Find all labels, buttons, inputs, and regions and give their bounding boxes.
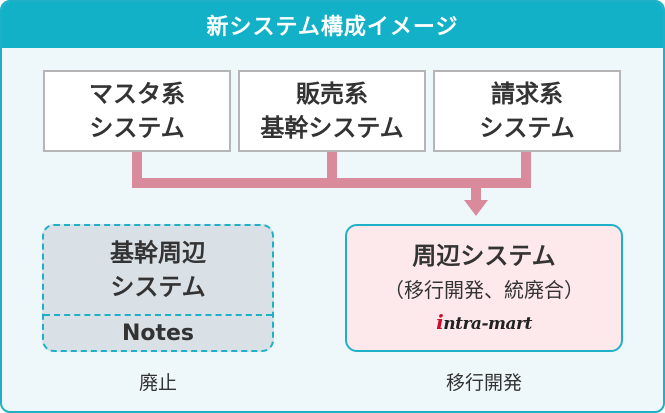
legacy-divider <box>44 314 272 316</box>
sales-system-line1: 販売系 <box>296 80 368 108</box>
legacy-line2: システム <box>110 273 206 301</box>
billing-system-box: 請求系 システム <box>433 70 621 152</box>
new-system-subtitle: （移行開発、統廃合） <box>384 278 584 302</box>
new-system-caption: 移行開発 <box>445 372 522 394</box>
intra-mart-logo-text: intra-mart <box>436 310 532 334</box>
billing-system-line2: システム <box>479 114 575 142</box>
connector-billing <box>521 152 531 186</box>
master-system-box: マスタ系 システム <box>43 70 231 152</box>
new-system-title: 周辺システム <box>412 242 556 270</box>
intra-mart-logo: intra-mart <box>347 310 621 334</box>
sales-system-box: 販売系 基幹システム <box>238 70 426 152</box>
legacy-caption: 廃止 <box>138 372 177 394</box>
connector-master <box>132 152 142 186</box>
connector-sales <box>327 152 337 186</box>
legacy-system-box: 基幹周辺 システム Notes <box>42 224 274 352</box>
arrow-down-icon <box>464 200 488 216</box>
diagram-title: 新システム構成イメージ <box>2 2 663 48</box>
connector-down <box>471 186 481 202</box>
connector-horizontal <box>132 178 531 188</box>
master-system-line2: システム <box>89 114 185 142</box>
notes-label: Notes <box>121 320 195 346</box>
billing-system-line1: 請求系 <box>491 80 563 108</box>
legacy-system-label: 基幹周辺 システム <box>44 226 272 314</box>
legacy-line1: 基幹周辺 <box>110 239 206 267</box>
master-system-line1: マスタ系 <box>89 80 185 108</box>
new-system-box: 周辺システム （移行開発、統廃合） intra-mart <box>345 224 623 352</box>
sales-system-line2: 基幹システム <box>260 114 404 142</box>
